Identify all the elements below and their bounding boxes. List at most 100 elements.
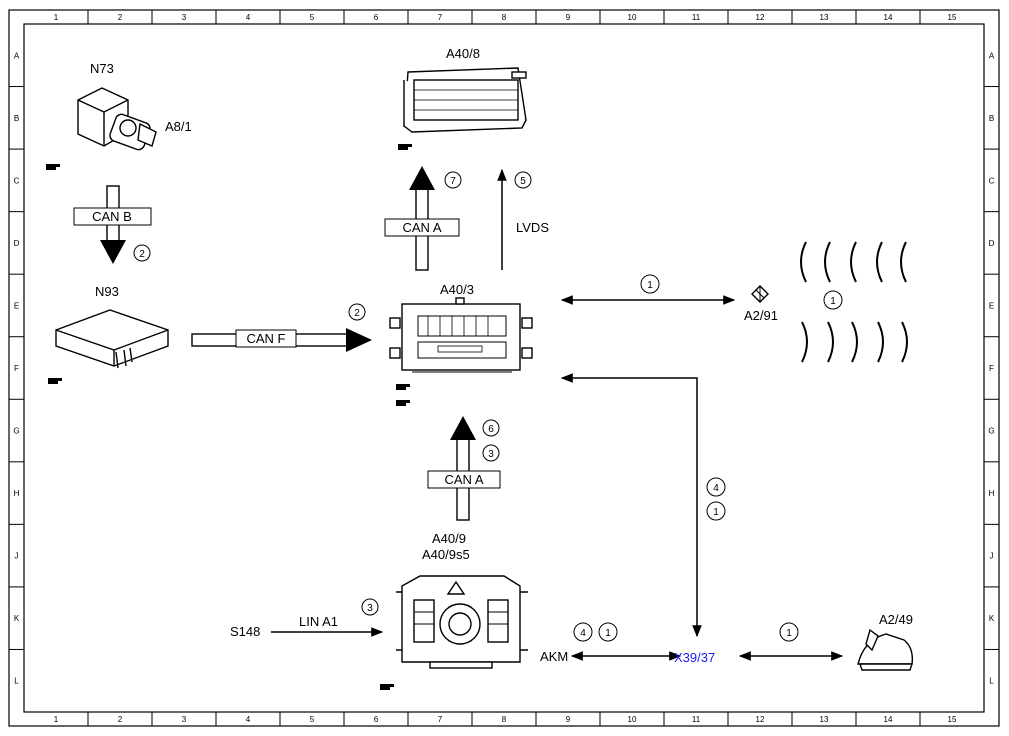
grid-col-label-top: 1 [54,13,59,22]
grid-col-label-bottom: 10 [628,715,637,724]
a40-9s5-label: A40/9s5 [422,547,470,562]
grid-col-label-top: 12 [756,13,765,22]
a2-49-label: A2/49 [879,612,913,627]
grid-col-label-bottom: 4 [246,715,251,724]
grid-col-label-bottom: 6 [374,715,379,724]
lvds-label: LVDS [516,220,549,235]
grid-col-label-top: 9 [566,13,571,22]
grid-row-label-left: K [14,614,20,623]
grid-row-label-right: F [989,364,994,373]
grid-col-label-bottom: 12 [756,715,765,724]
grid-col-label-bottom: 9 [566,715,571,724]
reference-mark-icon [398,144,412,150]
marker-3-lin: 3 [361,598,379,616]
grid-col-label-bottom: 3 [182,715,187,724]
marker-2-canb: 2 [133,244,151,262]
head-unit-icon [389,297,533,373]
svg-text:2: 2 [354,308,360,319]
grid-row-label-right: K [989,614,995,623]
gateway-module-icon [55,309,169,369]
grid-row-label-left: E [14,301,19,310]
marker-3-cana: 3 [482,444,500,462]
n73-label: N73 [90,61,114,76]
grid-col-label-top: 11 [692,13,701,22]
can-b-label: CAN B [92,209,132,224]
svg-text:4: 4 [580,628,586,639]
reference-mark-icon [380,684,394,690]
svg-text:1: 1 [647,280,653,291]
can-a-bottom-box [427,470,501,489]
svg-text:6: 6 [488,424,494,435]
a40-3-label: A40/3 [440,282,474,297]
can-f-box [235,329,297,348]
grid-col-label-top: 5 [310,13,315,22]
grid-col-label-bottom: 1 [54,715,59,724]
grid-col-label-top: 3 [182,13,187,22]
grid-row-label-right: H [989,489,995,498]
marker-4-right: 4 [706,477,726,497]
lin-a1-label: LIN A1 [299,614,338,629]
marker-1-right: 1 [706,501,726,521]
grid-labels: 1122334455667788991010111112121313141415… [13,13,994,724]
grid-col-label-top: 10 [628,13,637,22]
grid-col-label-bottom: 15 [948,715,957,724]
ignition-switch-icon [77,87,157,151]
roof-antenna-icon [857,628,914,671]
grid-col-label-top: 2 [118,13,123,22]
grid-col-label-bottom: 13 [820,715,829,724]
reference-mark-icon [396,384,410,390]
grid-row-label-left: H [14,489,20,498]
svg-text:1: 1 [830,296,836,307]
can-a-top-label: CAN A [402,220,441,235]
can-f-label: CAN F [247,331,286,346]
marker-5: 5 [514,171,532,189]
a8-1-label: A8/1 [165,119,192,134]
can-a-top-arrow [409,166,435,271]
can-a-top-box [384,218,460,237]
reference-mark-icon [48,378,62,384]
grid-col-label-top: 8 [502,13,507,22]
grid-row-label-left: A [14,51,20,60]
akm-label: AKM [540,649,568,664]
grid-col-label-top: 14 [884,13,893,22]
grid-col-label-bottom: 7 [438,715,443,724]
marker-1-waves: 1 [823,290,843,310]
marker-7: 7 [444,171,462,189]
grid-row-label-left: J [15,552,19,561]
x39-37-label: X39/37 [674,650,715,665]
s148-label: S148 [230,624,260,639]
grid-col-label-top: 7 [438,13,443,22]
grid-row-label-left: C [14,176,20,185]
grid-row-label-left: B [14,114,19,123]
svg-text:3: 3 [367,603,373,614]
a2-91-label: A2/91 [744,308,778,323]
a40-3-x39-37-link [560,373,702,638]
grid-col-label-bottom: 14 [884,715,893,724]
grid-col-label-bottom: 8 [502,715,507,724]
svg-text:1: 1 [786,628,792,639]
svg-text:3: 3 [488,449,494,460]
grid-col-label-bottom: 2 [118,715,123,724]
grid-row-label-right: J [990,552,994,561]
svg-text:7: 7 [450,176,456,187]
grid-col-label-top: 15 [948,13,957,22]
svg-text:2: 2 [139,249,145,260]
marker-1-a291: 1 [640,274,660,294]
svg-text:5: 5 [520,176,526,187]
a40-8-label: A40/8 [446,46,480,61]
display-unit-icon [403,67,527,133]
marker-2-canf: 2 [348,303,366,321]
can-a-bottom-label: CAN A [444,472,483,487]
marker-1-akm: 1 [598,622,618,642]
svg-text:4: 4 [713,483,719,494]
control-unit-icon [396,575,528,669]
grid-row-label-right: E [989,301,994,310]
grid-col-label-top: 4 [246,13,251,22]
grid-col-label-top: 13 [820,13,829,22]
reference-mark-icon [396,400,410,406]
grid-col-label-bottom: 5 [310,715,315,724]
n93-label: N93 [95,284,119,299]
grid-row-label-left: G [13,427,19,436]
can-b-box [73,207,152,226]
